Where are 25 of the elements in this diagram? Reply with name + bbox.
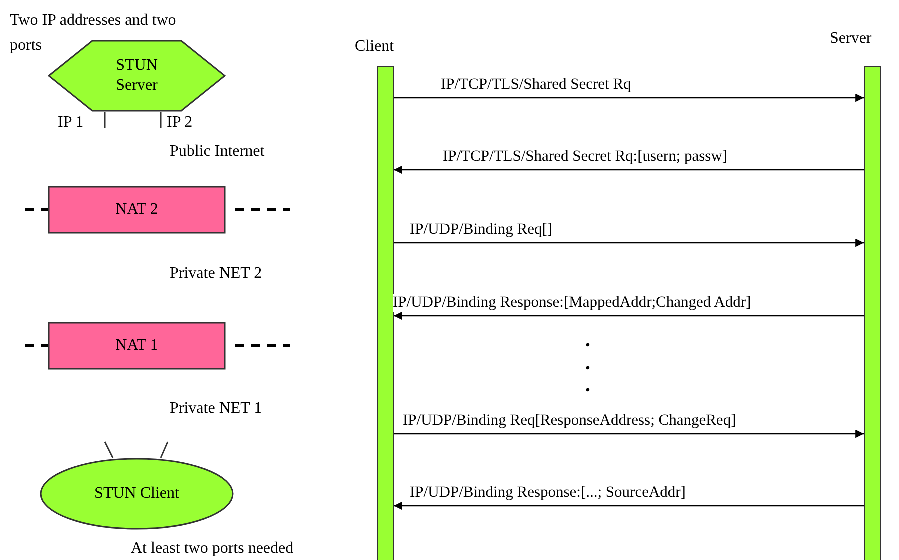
edge-label: IP/UDP/Binding Req[]: [410, 221, 553, 239]
message-arrow: [394, 502, 864, 510]
node-label: NAT 1: [116, 336, 158, 356]
node-label: NAT 2: [116, 200, 158, 220]
text-label: Two IP addresses and two ports: [10, 11, 178, 56]
edge-label: IP/UDP/Binding Response:[MappedAddr;Changed Addr]: [393, 294, 752, 312]
edge-label: IP/TCP/TLS/Shared Secret Rq:[usern; passw]: [443, 148, 728, 166]
text-label: IP 2: [167, 114, 193, 132]
text-label: Private NET 1: [170, 400, 262, 418]
node-label: STUN Server: [115, 56, 159, 96]
node-label: STUN Client: [94, 484, 180, 504]
text-label: Public Internet: [170, 143, 265, 161]
message-arrow: [394, 166, 864, 174]
message-arrow: [394, 94, 864, 102]
edge-label: IP/UDP/Binding Response:[...; SourceAddr]: [410, 484, 686, 502]
lifeline-label: Server: [830, 30, 872, 48]
message-arrow: [394, 238, 864, 248]
message-arrow: [394, 312, 864, 320]
lifeline-label: Client: [355, 38, 394, 56]
text-label: At least two ports needed: [131, 540, 294, 558]
edge-label: IP/TCP/TLS/Shared Secret Rq: [441, 76, 632, 94]
text-label: Private NET 2: [170, 265, 262, 283]
message-arrow: [394, 430, 864, 438]
edge-label: IP/UDP/Binding Req[ResponseAddress; ChangeReq]: [403, 412, 736, 430]
text-label: IP 1: [58, 114, 84, 132]
